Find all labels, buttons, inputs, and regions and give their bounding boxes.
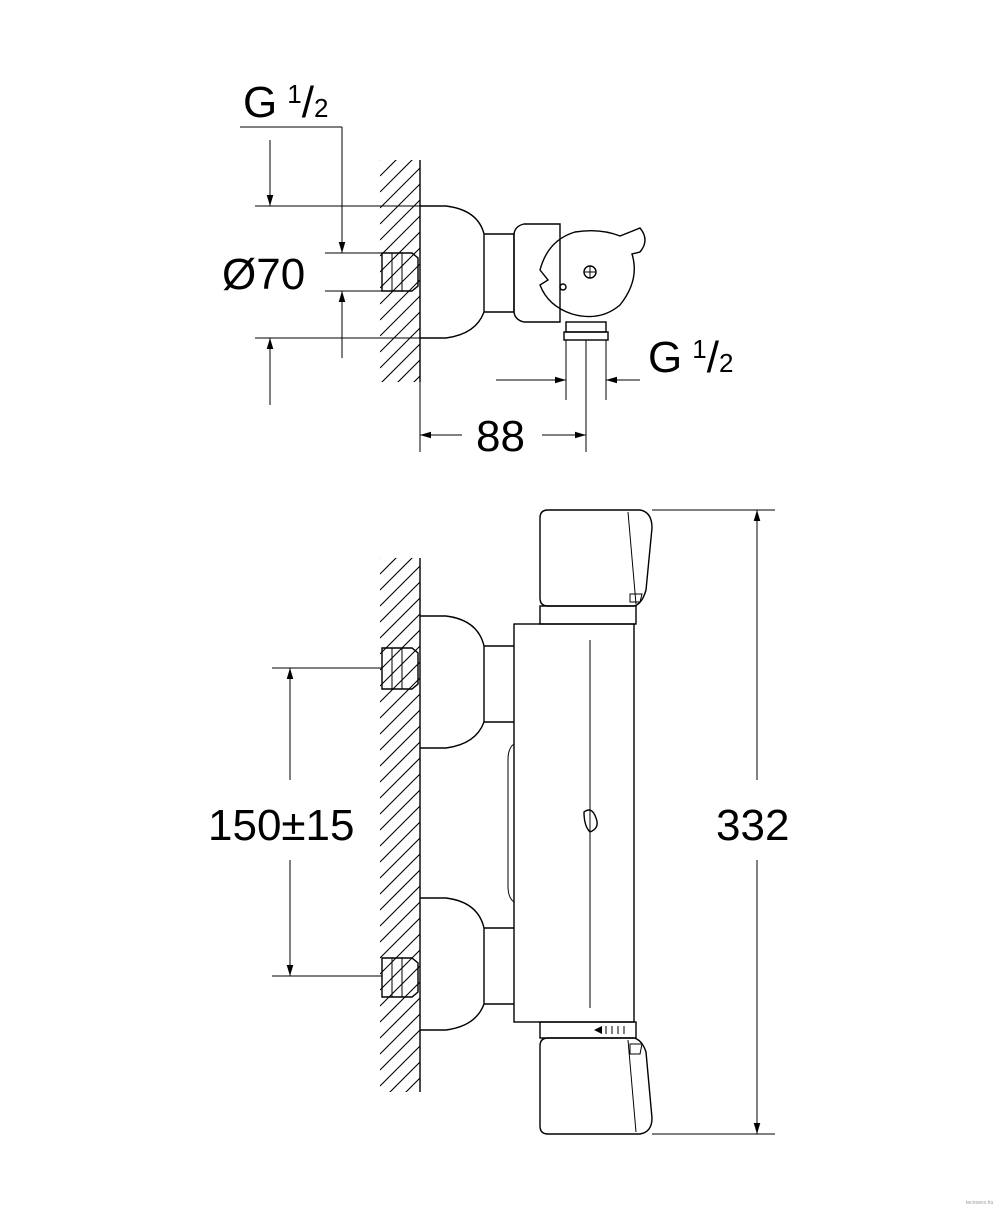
- hatch-line: [380, 160, 397, 177]
- hatch-line: [397, 359, 420, 382]
- hatch-line: [380, 725, 420, 767]
- hatch-line: [380, 1126, 420, 1166]
- hatch-line: [380, 311, 420, 353]
- hatch-line: [380, 231, 420, 273]
- hatch-line: [380, 917, 420, 959]
- cover-lower: [420, 897, 485, 1031]
- hatch-line: [381, 343, 420, 382]
- wall-hatching-top: [380, 160, 420, 448]
- temperature-handle: [539, 509, 653, 607]
- outlet-nut: [565, 321, 607, 333]
- hatch-line: [380, 263, 420, 305]
- hatch-line: [380, 677, 420, 719]
- hatch-line: [380, 709, 420, 751]
- hatch-line: [380, 757, 420, 799]
- hatch-line: [380, 965, 420, 1007]
- hatch-line: [380, 1110, 420, 1150]
- hatch-line: [380, 279, 420, 321]
- hatch-line: [380, 837, 420, 879]
- hatch-line: [380, 160, 381, 161]
- hatch-line: [380, 558, 413, 591]
- hatch-line: [380, 645, 420, 687]
- hatch-line: [380, 741, 420, 783]
- hatch-line: [380, 295, 420, 337]
- connector-top: [484, 233, 515, 313]
- hatch-line: [380, 693, 420, 735]
- hatch-line: [380, 901, 420, 943]
- handle-collar-top: [539, 605, 637, 625]
- hatch-line: [380, 1029, 420, 1071]
- hatch-line: [380, 821, 420, 863]
- hatch-line: [380, 629, 420, 671]
- hatch-line: [380, 1013, 420, 1055]
- hatch-line: [380, 773, 420, 815]
- hatch-line: [380, 597, 420, 639]
- hatch-line: [380, 565, 420, 607]
- overall-length-label: 332: [716, 801, 789, 850]
- hatch-line: [380, 167, 420, 209]
- outlet-thread: [563, 331, 609, 341]
- cover-rosette-top: [420, 205, 485, 339]
- hatch-line: [380, 183, 420, 225]
- hatch-line: [389, 1061, 420, 1092]
- hatch-line: [380, 558, 397, 575]
- valve-body-side: [513, 223, 561, 323]
- thermostat-body: [513, 623, 635, 1023]
- inlet-nipple-upper: [381, 647, 419, 690]
- hatch-line: [380, 408, 420, 448]
- hatch-line: [380, 327, 420, 369]
- hatch-line: [380, 853, 420, 895]
- cover-upper: [420, 615, 485, 749]
- hatch-line: [380, 885, 420, 927]
- hatch-line: [380, 1045, 420, 1087]
- hatch-line: [380, 392, 420, 432]
- hatch-line: [380, 1094, 420, 1134]
- logo-mark: [583, 809, 598, 833]
- hatch-line: [380, 997, 420, 1039]
- hatch-line: [380, 160, 413, 193]
- hatch-line: [380, 869, 420, 911]
- hatch-line: [380, 933, 420, 975]
- watermark: tecnoeco.hu: [966, 1200, 993, 1206]
- front-view: 150±15 332: [208, 509, 789, 1166]
- hatch-line: [380, 581, 420, 623]
- hatch-line: [380, 661, 420, 703]
- wall-hatching-bottom: [380, 558, 420, 1166]
- projection-label: 88: [476, 412, 525, 461]
- handle-collar-bottom: [539, 1021, 637, 1039]
- hatch-line: [405, 1077, 420, 1092]
- hatch-line: [413, 375, 420, 382]
- hatch-line: [380, 199, 420, 241]
- inlet-spacing-label: 150±15: [208, 801, 355, 850]
- cover-diameter-label: Ø70: [222, 250, 305, 299]
- inlet-nipple-lower: [381, 957, 419, 998]
- hatch-line: [380, 949, 420, 991]
- hatch-line: [380, 558, 381, 559]
- hatch-line: [380, 981, 420, 1023]
- handle-side: [539, 227, 646, 318]
- hatch-line: [380, 215, 420, 257]
- hatch-line: [380, 789, 420, 831]
- flow-handle: [539, 1037, 653, 1135]
- hatch-line: [380, 805, 420, 847]
